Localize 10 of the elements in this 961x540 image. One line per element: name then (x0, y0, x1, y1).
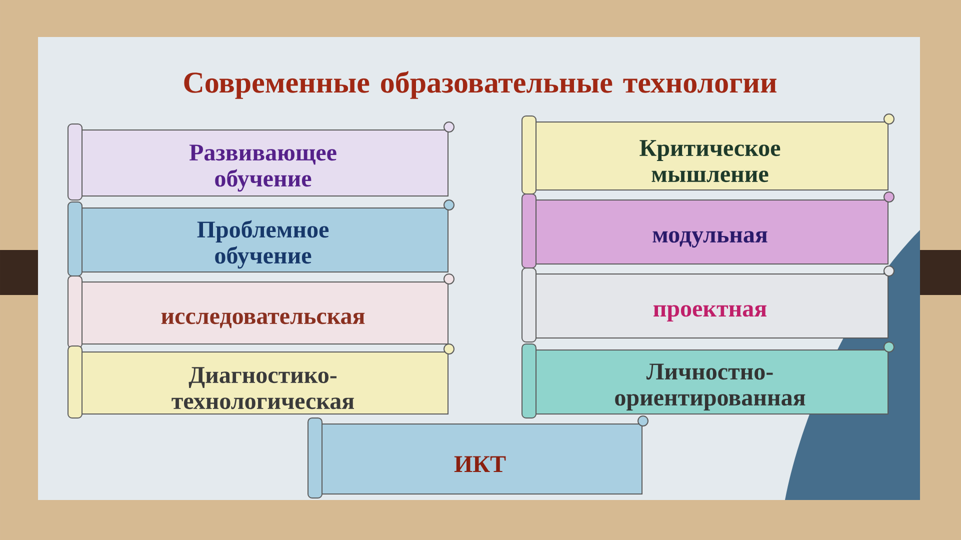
scroll-banner: Личностно-ориентированная (522, 342, 894, 418)
scroll-banner: Диагностико-технологическая (68, 344, 454, 418)
scroll-banner: исследовательская (68, 274, 454, 348)
scroll-banner: Проблемное обучение (68, 200, 454, 276)
scroll-banner: проектная (522, 266, 894, 342)
scroll-banner: ИКТ (308, 416, 648, 498)
title: Современные образовательные технологии (184, 71, 776, 99)
scroll-banner: Критическое мышление (522, 114, 894, 194)
scroll-banner: модульная (522, 192, 894, 268)
scroll-banner: Развивающее обучение (68, 122, 454, 200)
